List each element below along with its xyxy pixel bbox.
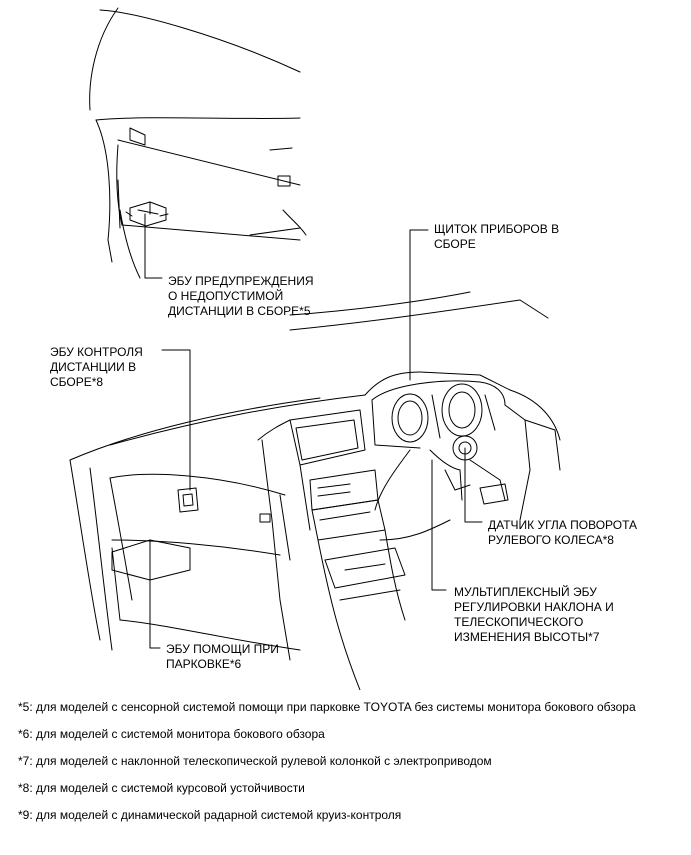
footnote-6: *6: для моделей с системой монитора боко…: [18, 727, 325, 741]
label-parking-assist-ecu: ЭБУ ПОМОЩИ ПРИ ПАРКОВКЕ*6: [166, 642, 279, 671]
label-proximity-warning-ecu: ЭБУ ПРЕДУПРЕЖДЕНИЯ О НЕДОПУСТИМОЙ ДИСТАН…: [168, 274, 314, 318]
label-distance-control-ecu: ЭБУ КОНТРОЛЯ ДИСТАНЦИИ В СБОРЕ*8: [50, 345, 143, 389]
footnote-7: *7: для моделей с наклонной телескопичес…: [18, 754, 492, 768]
leader-combination-meter: [409, 229, 429, 381]
upper-glovebox-view: [89, 7, 307, 279]
footnote-8: *8: для моделей с системой курсовой усто…: [18, 781, 305, 795]
parking-ecu-part: [111, 539, 191, 581]
footnote-9: *9: для моделей с динамической радарной …: [18, 808, 402, 822]
leader-warning-ecu: [144, 213, 163, 279]
leader-lines: [144, 213, 483, 649]
steering-column-part: [429, 435, 506, 501]
center-stack: [257, 409, 406, 690]
leader-distance-ecu: [161, 349, 191, 491]
footnotes: *5: для моделей с сенсорной системой пом…: [18, 700, 683, 835]
dashboard-diagram: [69, 7, 561, 690]
leader-multiplex-ecu: [431, 459, 447, 591]
distance-ecu-part: [177, 487, 199, 513]
leader-steering-sensor: [464, 447, 483, 523]
label-multiplex-tilt-ecu: МУЛЬТИПЛЕКСНЫЙ ЭБУ РЕГУЛИРОВКИ НАКЛОНА И…: [454, 585, 614, 644]
label-combination-meter: ЩИТОК ПРИБОРОВ В СБОРЕ: [434, 222, 560, 251]
leader-parking-ecu: [149, 569, 161, 649]
footnote-5: *5: для моделей с сенсорной системой пом…: [18, 700, 636, 714]
combination-meter-part: [371, 380, 506, 449]
warning-ecu-part: [125, 201, 169, 227]
glovebox-outline: [109, 473, 301, 651]
label-steering-angle-sensor: ДАТЧИК УГЛА ПОВОРОТА РУЛЕВОГО КОЛЕСА*8: [488, 518, 638, 547]
